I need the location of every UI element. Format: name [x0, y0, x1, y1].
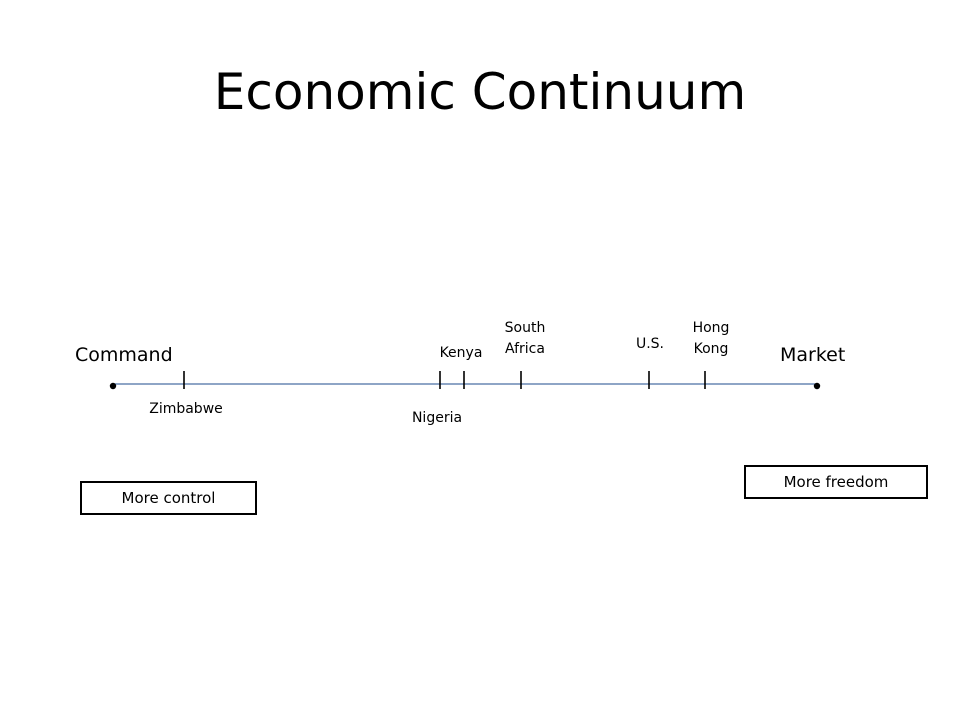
country-label-hong-kong: Hong Kong: [692, 320, 730, 357]
market-end-label: Market: [780, 344, 846, 366]
country-label-us: U.S.: [635, 336, 665, 352]
command-end-dot: [109, 382, 117, 390]
market-end-dot: [813, 382, 821, 390]
country-label-south-africa: South Africa: [504, 320, 546, 357]
more-freedom-callout: More freedom: [744, 465, 928, 499]
country-label-zimbabwe: Zimbabwe: [149, 401, 223, 417]
country-label-nigeria: Nigeria: [411, 410, 463, 426]
more-control-callout: More control: [80, 481, 257, 515]
country-label-kenya: Kenya: [439, 345, 483, 361]
command-end-label: Command: [75, 344, 173, 366]
slide-title: Economic Continuum: [213, 63, 747, 121]
